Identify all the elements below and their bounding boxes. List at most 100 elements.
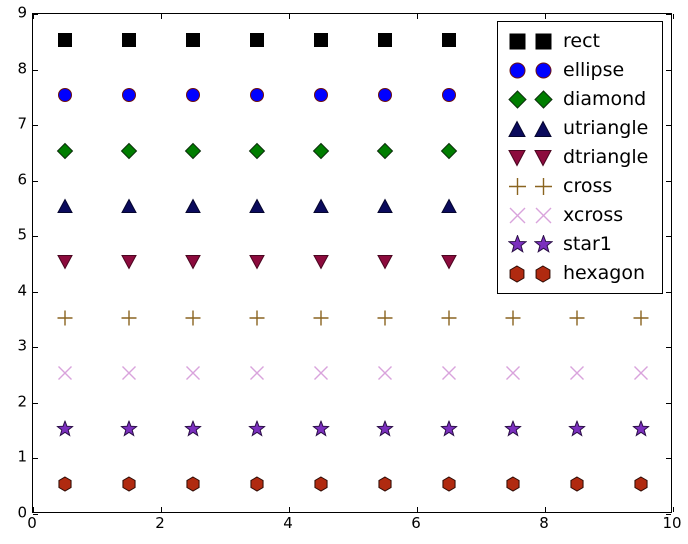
data-point-dtriangle [249,254,265,274]
data-point-utriangle [313,198,329,218]
data-point-dtriangle [441,254,457,274]
y-tick-2 [33,402,38,404]
data-point-hexagon [633,476,649,496]
y-tick-6 [666,180,671,182]
data-point-rect [314,32,329,51]
legend-handles-dtriangle [504,148,556,168]
x-tick-0 [33,507,34,512]
legend-item-ellipse[interactable]: ellipse [504,56,655,85]
data-point-xcross [249,365,266,386]
data-point-cross [377,309,394,330]
data-point-rect [250,32,265,51]
x-tick-8 [545,507,546,512]
legend-marker-cross [507,177,527,197]
data-point-diamond [184,142,202,163]
data-point-hexagon [185,476,201,496]
data-point-xcross [57,365,74,386]
data-point-diamond [440,142,458,163]
x-tick-4 [289,507,290,512]
legend-item-diamond[interactable]: diamond [504,85,655,114]
data-point-xcross [569,365,586,386]
x-tick-label-8: 8 [539,514,549,532]
legend-handles-cross [504,177,556,197]
data-point-ellipse [58,88,73,107]
y-tick-0 [666,514,671,515]
data-point-star1 [504,419,522,441]
data-point-cross [313,309,330,330]
x-tick-label-10: 10 [662,514,682,532]
data-point-dtriangle [377,254,393,274]
x-tick-6 [417,14,418,19]
legend-item-rect[interactable]: rect [504,27,655,56]
data-point-ellipse [314,88,329,107]
data-point-ellipse [250,88,265,107]
data-point-star1 [120,419,138,441]
legend-item-dtriangle[interactable]: dtriangle [504,143,655,172]
data-point-utriangle [441,198,457,218]
legend-marker-diamond [507,90,527,110]
legend-marker-xcross [507,206,527,226]
y-tick-label-9: 9 [17,3,27,22]
legend-marker-utriangle [507,119,527,139]
data-point-xcross [121,365,138,386]
legend-label-diamond: diamond [563,88,647,110]
y-tick-7 [33,125,38,127]
data-point-diamond [56,142,74,163]
legend-marker-hexagon [507,264,527,284]
legend-item-star1[interactable]: star1 [504,230,655,259]
legend-handles-star1 [504,235,556,255]
legend-handles-utriangle [504,119,556,139]
data-point-dtriangle [313,254,329,274]
legend-label-dtriangle: dtriangle [563,146,649,168]
legend-marker-utriangle [533,119,553,139]
data-point-star1 [184,419,202,441]
data-point-star1 [312,419,330,441]
data-point-dtriangle [185,254,201,274]
data-point-ellipse [378,88,393,107]
legend-marker-dtriangle [533,148,553,168]
legend-label-ellipse: ellipse [563,59,625,81]
y-tick-label-2: 2 [17,392,27,411]
x-tick-label-6: 6 [411,514,421,532]
data-point-utriangle [377,198,393,218]
y-tick-5 [33,236,38,238]
data-point-utriangle [185,198,201,218]
legend-label-hexagon: hexagon [563,262,646,284]
data-point-diamond [312,142,330,163]
y-tick-3 [666,347,671,349]
data-point-utriangle [249,198,265,218]
y-tick-1 [33,458,38,460]
data-point-rect [122,32,137,51]
y-tick-0 [33,514,38,515]
y-tick-6 [33,180,38,182]
data-point-xcross [633,365,650,386]
data-point-ellipse [442,88,457,107]
legend-label-star1: star1 [563,233,612,255]
data-point-diamond [376,142,394,163]
data-point-utriangle [121,198,137,218]
data-point-star1 [632,419,650,441]
legend-marker-cross [533,177,553,197]
data-point-rect [58,32,73,51]
data-point-star1 [248,419,266,441]
legend-marker-diamond [533,90,553,110]
x-tick-10 [673,507,674,512]
data-point-dtriangle [121,254,137,274]
data-point-ellipse [122,88,137,107]
y-tick-label-8: 8 [17,59,27,78]
legend-item-utriangle[interactable]: utriangle [504,114,655,143]
y-tick-label-1: 1 [17,447,27,466]
data-point-rect [186,32,201,51]
data-point-hexagon [57,476,73,496]
legend-item-xcross[interactable]: xcross [504,201,655,230]
y-tick-7 [666,125,671,127]
legend-item-hexagon[interactable]: hexagon [504,259,655,288]
y-tick-label-0: 0 [17,503,27,522]
data-point-hexagon [441,476,457,496]
x-tick-label-0: 0 [27,514,37,532]
x-tick-4 [289,14,290,19]
legend-marker-star1 [533,235,553,255]
x-tick-2 [161,14,162,19]
data-point-cross [185,309,202,330]
legend-item-cross[interactable]: cross [504,172,655,201]
